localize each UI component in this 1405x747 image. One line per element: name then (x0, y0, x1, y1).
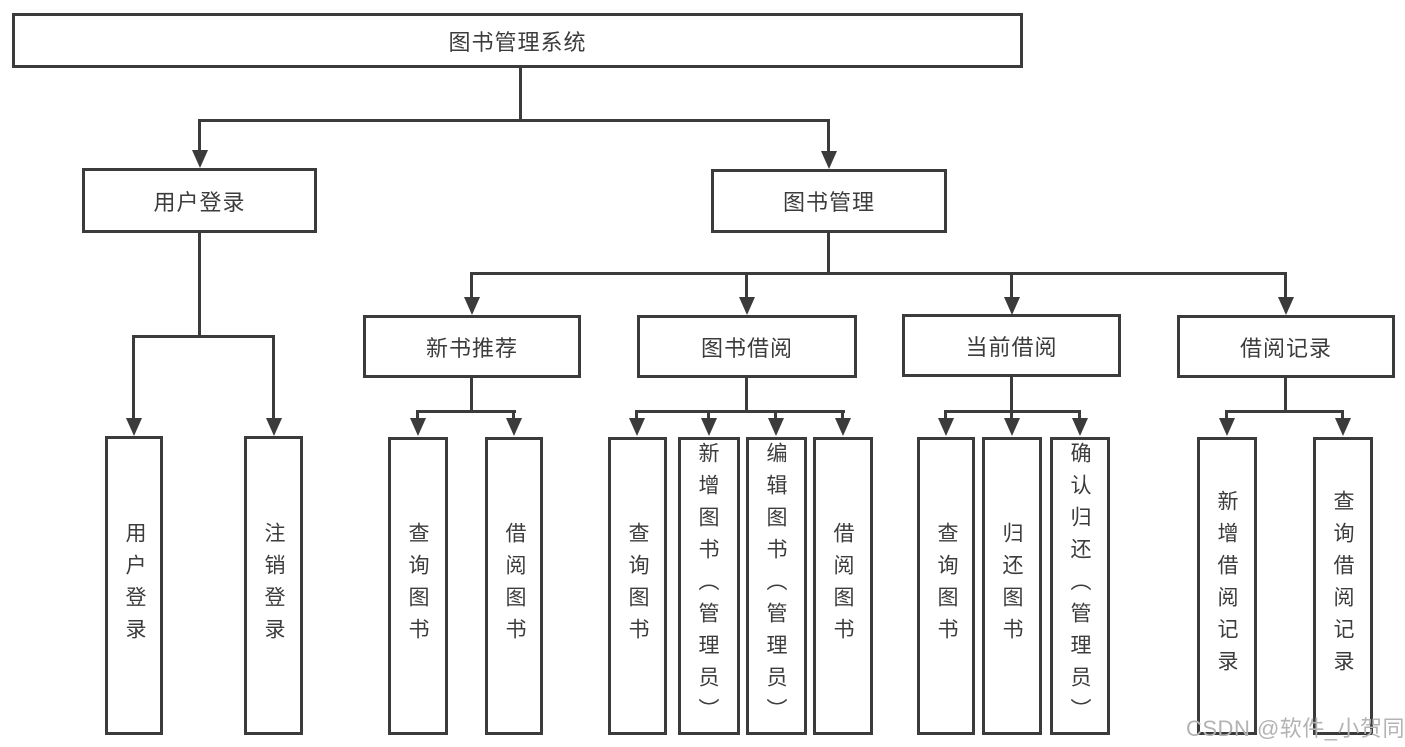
connector-recommend-bar (417, 410, 516, 413)
arrow-to-current-borrowing (1003, 272, 1020, 315)
node-user-login: 用户登录 (82, 168, 317, 233)
arrow-to-user-login (191, 119, 208, 168)
leaf-query-books-borrowing: 查询图书 (608, 437, 667, 735)
leaf-query-books-recommend: 查询图书 (388, 437, 448, 735)
arrow-to-leaf-edit-book (767, 410, 784, 436)
arrow-to-leaf-query-borrow-record (1334, 410, 1351, 436)
node-new-book-recommendation: 新书推荐 (363, 315, 581, 378)
leaf-confirm-return-admin: 确认归还（管理员） (1050, 437, 1110, 735)
node-root: 图书管理系统 (12, 13, 1023, 68)
arrow-to-leaf-logout (265, 335, 282, 436)
connector-borrowing-bar (636, 410, 845, 413)
arrow-to-new-book-recommendation (463, 272, 480, 315)
leaf-edit-book-admin: 编辑图书（管理员） (746, 437, 807, 735)
connector-sections-bar (471, 272, 1286, 275)
leaf-borrow-books-borrowing: 借阅图书 (813, 437, 873, 735)
connector-records-stem (1284, 378, 1287, 410)
connector-current-stem (1010, 377, 1013, 410)
arrow-to-book-borrowing (738, 272, 755, 315)
node-current-borrowing: 当前借阅 (902, 314, 1121, 377)
connector-borrowing-stem (745, 378, 748, 410)
node-book-borrowing: 图书借阅 (637, 315, 857, 378)
arrow-to-leaf-confirm-return (1071, 410, 1088, 436)
arrow-to-leaf-query-books-borrowing (628, 410, 645, 436)
connector-records-bar (1226, 410, 1344, 413)
connector-current-bar (945, 410, 1081, 413)
leaf-query-borrow-record: 查询借阅记录 (1313, 437, 1373, 735)
leaf-add-book-admin: 新增图书（管理员） (678, 437, 740, 735)
arrow-to-borrowing-records (1277, 272, 1294, 315)
arrow-to-leaf-borrow-books-borrowing (834, 410, 851, 436)
connector-level2-bar (198, 119, 830, 122)
arrow-to-leaf-add-book (700, 410, 717, 436)
connector-recommend-stem (470, 378, 473, 410)
leaf-user-login: 用户登录 (105, 436, 163, 735)
arrow-to-leaf-return-books (1003, 410, 1020, 436)
leaf-logout: 注销登录 (244, 436, 303, 735)
connector-root-trunk (519, 68, 522, 120)
leaf-return-books: 归还图书 (982, 437, 1042, 735)
arrow-to-leaf-borrow-books-recommend (505, 410, 522, 436)
connector-user-login-stem (198, 233, 201, 335)
connector-book-management-stem (827, 233, 830, 272)
node-borrowing-records: 借阅记录 (1177, 315, 1395, 378)
arrow-to-leaf-user-login (125, 335, 142, 436)
arrow-to-book-management (820, 119, 837, 169)
watermark-text: CSDN @软件_小贺同学 (1186, 716, 1405, 741)
leaf-borrow-books-recommend: 借阅图书 (485, 437, 543, 735)
connector-user-login-bar (133, 335, 275, 338)
arrow-to-leaf-query-books-current (937, 410, 954, 436)
node-book-management: 图书管理 (711, 169, 947, 233)
leaf-add-borrow-record: 新增借阅记录 (1197, 437, 1257, 735)
leaf-query-books-current: 查询图书 (917, 437, 975, 735)
arrow-to-leaf-query-books-recommend (409, 410, 426, 436)
arrow-to-leaf-add-borrow-record (1218, 410, 1235, 436)
